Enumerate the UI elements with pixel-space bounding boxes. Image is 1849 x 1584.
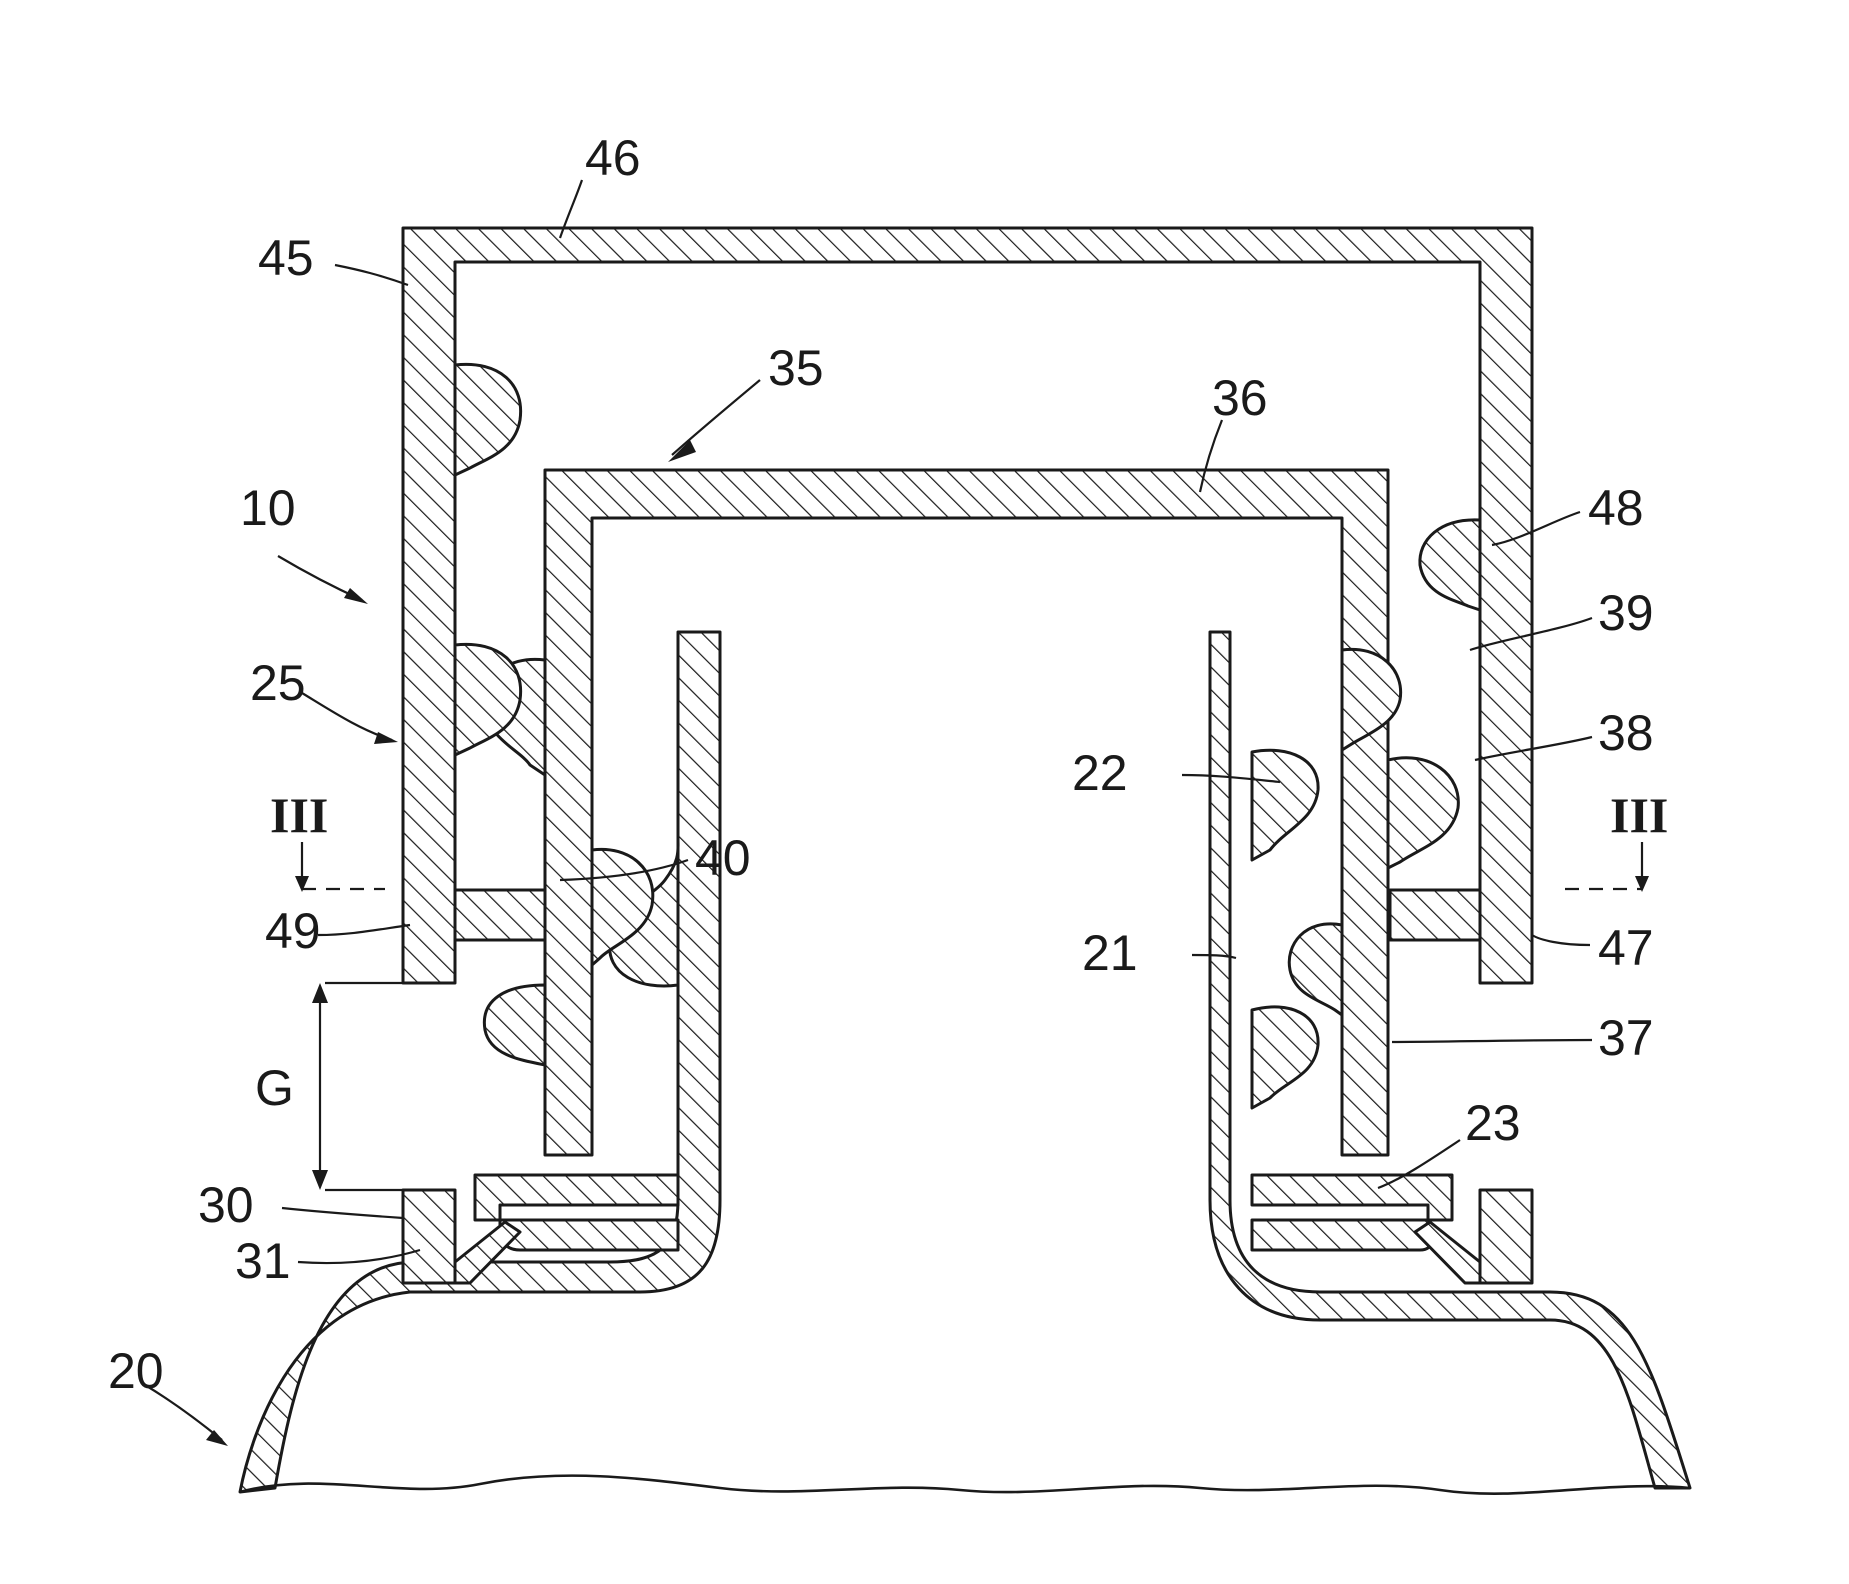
label-37: 37 (1598, 1010, 1654, 1066)
neck-thread-right-upper (1252, 750, 1318, 860)
section-marker-right: III (1610, 787, 1668, 843)
label-38: 38 (1598, 705, 1654, 761)
neck-collar-right (1252, 1220, 1433, 1250)
label-22: 22 (1072, 745, 1128, 801)
label-23: 23 (1465, 1095, 1521, 1151)
label-21: 21 (1082, 925, 1138, 981)
tamper-ring-web-right (1415, 1222, 1480, 1283)
label-25: 25 (250, 655, 306, 711)
neck-flange-right (1252, 1175, 1452, 1220)
label-10: 10 (240, 480, 296, 536)
label-46: 46 (585, 130, 641, 186)
gap-label-g: G (255, 1060, 294, 1116)
label-39: 39 (1598, 585, 1654, 641)
tamper-ring-right (1480, 1190, 1532, 1283)
label-40: 40 (695, 830, 751, 886)
outer-cap-lug-right (1420, 520, 1480, 610)
label-20: 20 (108, 1343, 164, 1399)
tamper-ring-left (403, 1190, 455, 1283)
outer-cap-flange-right (1390, 890, 1480, 940)
label-36: 36 (1212, 370, 1268, 426)
container-shoulder-left (240, 632, 720, 1492)
inner-cap-lug-right-mid (1388, 758, 1458, 868)
inner-cap-lug-right-lower (1289, 924, 1342, 1015)
container-break-line (240, 1476, 1690, 1494)
section-marker-left: III (270, 787, 328, 843)
gap-dimension (312, 983, 403, 1190)
label-48: 48 (1588, 480, 1644, 536)
label-49: 49 (265, 903, 321, 959)
outer-cap-flange-left (455, 890, 545, 940)
label-30: 30 (198, 1177, 254, 1233)
label-45: 45 (258, 230, 314, 286)
label-31: 31 (235, 1233, 291, 1289)
container-body (240, 632, 1690, 1494)
neck-thread-right-lower (1252, 1007, 1318, 1108)
section-line-markers (295, 842, 1649, 892)
neck-flange-left (475, 1175, 678, 1220)
inner-cap-lug-left-base (484, 985, 545, 1065)
label-47: 47 (1598, 920, 1654, 976)
outer-cap-lug-left-upper (455, 364, 521, 475)
label-35: 35 (768, 340, 824, 396)
neck-collar-left (500, 1220, 678, 1250)
